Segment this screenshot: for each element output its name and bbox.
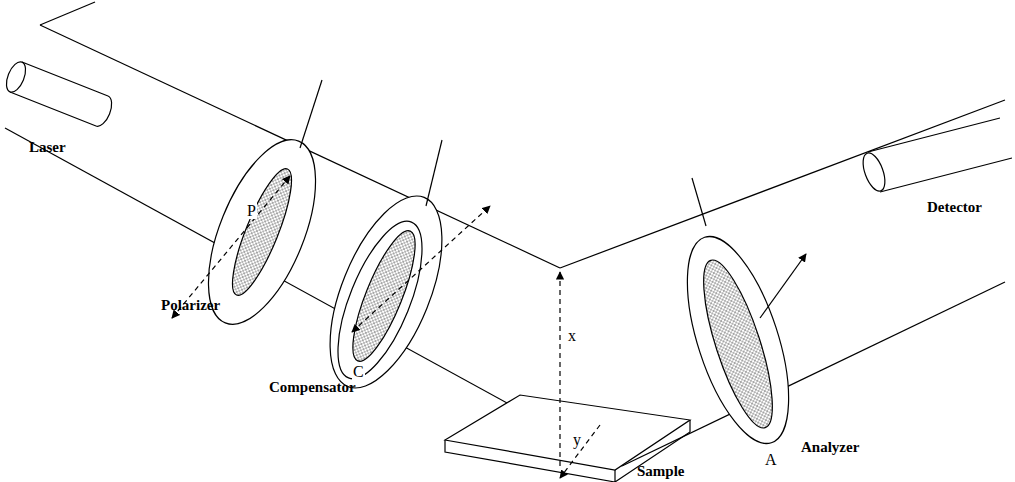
axis-letter: C — [352, 364, 365, 380]
part-label: Laser — [28, 140, 67, 155]
laser-cylinder — [3, 59, 112, 126]
beam-line — [40, 2, 95, 25]
axis-letter: A — [764, 452, 778, 468]
analyzer-disc — [667, 178, 810, 455]
y-axis — [560, 425, 600, 478]
axis-label: y — [572, 432, 582, 448]
detector-cylinder — [859, 118, 1012, 194]
axis-label: x — [567, 328, 577, 344]
axis-letter: P — [246, 203, 257, 219]
beam-line — [560, 100, 1005, 268]
sample-slab — [445, 395, 690, 482]
x-axis — [559, 272, 560, 466]
part-label: Detector — [926, 200, 983, 215]
part-label: Sample — [636, 464, 686, 479]
part-label: Compensator — [268, 380, 357, 395]
compensator-disc — [307, 140, 490, 403]
part-label: Polarizer — [160, 298, 221, 313]
part-label: Analyzer — [800, 440, 860, 455]
